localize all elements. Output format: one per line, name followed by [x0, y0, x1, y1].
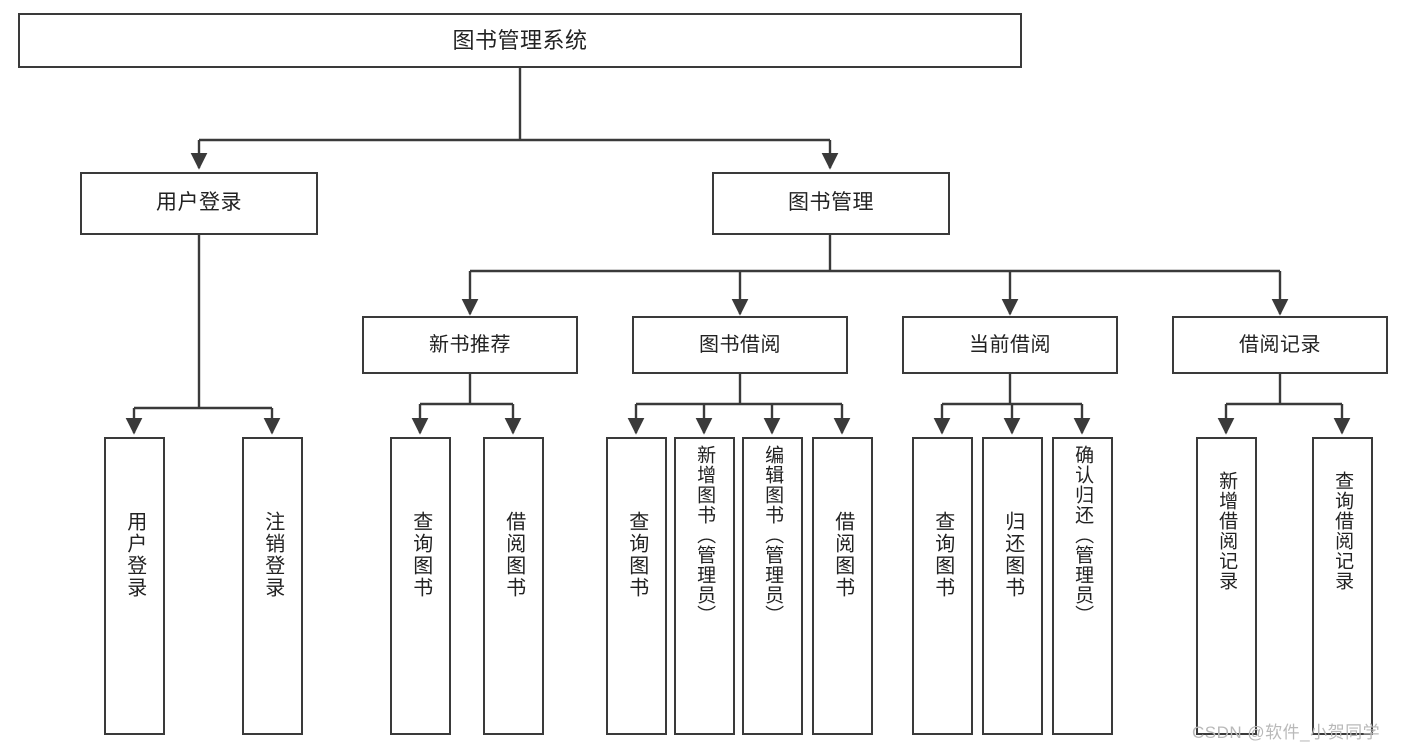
node-borrow-record[interactable]: 借阅记录	[1172, 316, 1388, 374]
node-leaf-edit-book[interactable]: 编辑图书（管理员）	[742, 437, 803, 735]
node-leaf-query-book-2-label: 查询图书	[625, 511, 648, 599]
node-current-borrow[interactable]: 当前借阅	[902, 316, 1118, 374]
node-leaf-query-record[interactable]: 查询借阅记录	[1312, 437, 1373, 735]
node-book-borrow[interactable]: 图书借阅	[632, 316, 848, 374]
node-leaf-logout-label: 注销登录	[261, 511, 284, 599]
node-new-book-rec[interactable]: 新书推荐	[362, 316, 578, 374]
node-leaf-query-book-1[interactable]: 查询图书	[390, 437, 451, 735]
node-leaf-borrow-book-1-label: 借阅图书	[502, 511, 525, 599]
node-leaf-user-login-label: 用户登录	[123, 511, 146, 599]
node-borrow-record-label: 借阅记录	[1239, 333, 1321, 356]
node-leaf-borrow-book-2-label: 借阅图书	[831, 511, 854, 599]
node-leaf-edit-book-label: 编辑图书（管理员）	[762, 445, 784, 625]
node-leaf-add-book-label: 新增图书（管理员）	[694, 445, 716, 625]
node-leaf-add-record[interactable]: 新增借阅记录	[1196, 437, 1257, 735]
node-user-login-label: 用户登录	[156, 191, 242, 215]
node-leaf-query-book-3-label: 查询图书	[931, 511, 954, 599]
node-leaf-user-login[interactable]: 用户登录	[104, 437, 165, 735]
node-leaf-confirm-return[interactable]: 确认归还（管理员）	[1052, 437, 1113, 735]
node-leaf-return-book-label: 归还图书	[1001, 511, 1024, 599]
node-book-borrow-label: 图书借阅	[699, 333, 781, 356]
node-root[interactable]: 图书管理系统	[18, 13, 1022, 68]
node-root-label: 图书管理系统	[452, 27, 588, 53]
node-leaf-query-book-3[interactable]: 查询图书	[912, 437, 973, 735]
watermark: CSDN @软件_小贺同学	[1192, 723, 1381, 742]
node-leaf-confirm-return-label: 确认归还（管理员）	[1072, 445, 1094, 625]
node-leaf-add-record-label: 新增借阅记录	[1216, 471, 1238, 591]
node-user-login[interactable]: 用户登录	[80, 172, 318, 235]
node-book-manage-label: 图书管理	[788, 191, 874, 215]
node-leaf-logout[interactable]: 注销登录	[242, 437, 303, 735]
node-leaf-borrow-book-1[interactable]: 借阅图书	[483, 437, 544, 735]
node-current-borrow-label: 当前借阅	[969, 333, 1051, 356]
node-leaf-borrow-book-2[interactable]: 借阅图书	[812, 437, 873, 735]
node-leaf-return-book[interactable]: 归还图书	[982, 437, 1043, 735]
node-leaf-add-book[interactable]: 新增图书（管理员）	[674, 437, 735, 735]
node-new-book-rec-label: 新书推荐	[429, 333, 511, 356]
node-book-manage[interactable]: 图书管理	[712, 172, 950, 235]
node-leaf-query-record-label: 查询借阅记录	[1332, 471, 1354, 591]
node-leaf-query-book-1-label: 查询图书	[409, 511, 432, 599]
node-leaf-query-book-2[interactable]: 查询图书	[606, 437, 667, 735]
